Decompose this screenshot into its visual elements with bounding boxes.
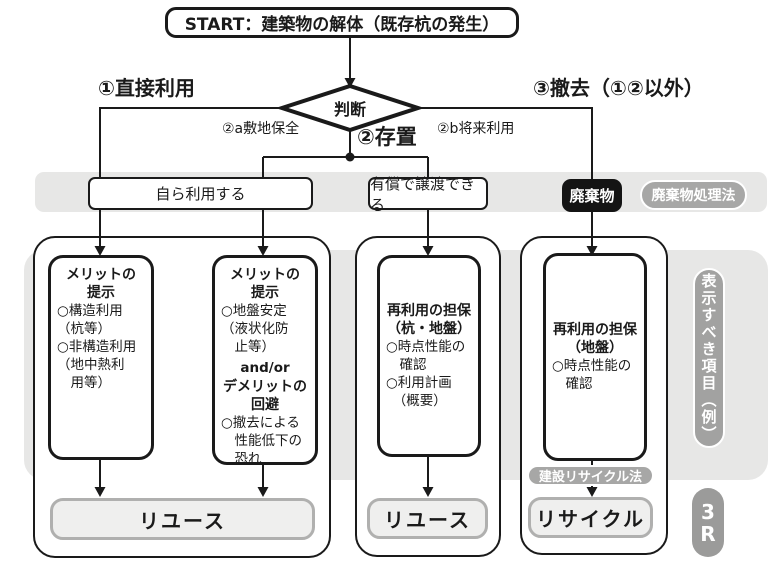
- result-recycle-label: リサイクル: [536, 507, 645, 531]
- line-branch-direct-use: [99, 107, 282, 177]
- sidebar-display-items-label: 表示すべき項目（例）: [699, 273, 718, 443]
- result-recycle: リサイクル: [528, 497, 653, 538]
- label-branch3-removal: ③撤去（①②以外）: [533, 76, 704, 100]
- start-node: START：建築物の解体（既存杭の発生）: [165, 7, 519, 38]
- card2-body: ○地盤安定 （液状化防 止等）: [221, 303, 289, 355]
- node-paid-transfer: 有償で譲渡できる: [368, 175, 488, 214]
- card-reuse-guarantee-pile-ground: 再利用の担保 （杭・地盤） ○時点性能の 確認 ○利用計画 （概要）: [377, 255, 481, 457]
- card2-andor: and/or: [240, 359, 290, 376]
- junction-dot: [345, 152, 355, 162]
- tag-waste-disposal-law-label: 廃棄物処理法: [651, 188, 736, 204]
- result-reuse-1: リユース: [50, 498, 315, 540]
- card3-head: 再利用の担保 （杭・地盤）: [387, 302, 471, 337]
- tag-waste-disposal-law: 廃棄物処理法: [640, 180, 747, 210]
- label-branch2b-future: ②b将来利用: [437, 121, 515, 137]
- card-merit-structural: メリットの 提示 ○構造利用 （杭等） ○非構造利用 （地中熱利 用等）: [48, 255, 154, 460]
- result-reuse-2: リユース: [367, 498, 488, 539]
- card4-body: ○時点性能の 確認: [552, 357, 632, 392]
- node-waste-label: 廃棄物: [569, 187, 615, 205]
- card2-head2: デメリットの 回避: [223, 378, 307, 413]
- label-branch2-preserve: ②存置: [357, 125, 417, 149]
- card1-body: ○構造利用 （杭等） ○非構造利用 （地中熱利 用等）: [57, 303, 137, 391]
- node-waste: 廃棄物: [562, 179, 622, 212]
- decision-node: 判断: [282, 86, 418, 130]
- node-paid-transfer-label: 有償で譲渡できる: [370, 174, 476, 214]
- card2-head: メリットの 提示: [230, 267, 300, 302]
- card2-body2: ○撤去による 性能低下の 恐れ: [221, 415, 302, 467]
- result-reuse-2-label: リユース: [384, 508, 471, 532]
- tag-construction-recycle-law-label: 建設リサイクル法: [538, 470, 643, 485]
- card-merit-demerit: メリットの 提示 ○地盤安定 （液状化防 止等） and/or デメリットの 回…: [212, 255, 318, 467]
- label-branch2a-site: ②a敷地保全: [222, 121, 300, 137]
- result-reuse-1-label: リユース: [139, 508, 226, 533]
- card-reuse-guarantee-ground: 再利用の担保 （地盤） ○時点性能の 確認: [543, 253, 647, 461]
- node-self-use: 自ら利用する: [88, 177, 313, 210]
- start-label: START：建築物の解体（既存杭の発生）: [184, 15, 500, 35]
- sidebar-display-items-pill: 表示すべき項目（例）: [693, 268, 725, 448]
- node-self-use-label: 自ら利用する: [155, 185, 246, 203]
- card4-head: 再利用の担保 （地盤）: [553, 321, 637, 356]
- line-branch-removal: [418, 107, 593, 179]
- sidebar-3r-pill: 3 R: [692, 488, 724, 557]
- decision-label: 判断: [333, 100, 366, 119]
- label-branch1-direct-use: ①直接利用: [98, 76, 195, 100]
- card1-head: メリットの 提示: [66, 267, 136, 302]
- card3-body: ○時点性能の 確認 ○利用計画 （概要）: [386, 339, 466, 409]
- tag-construction-recycle-law: 建設リサイクル法: [527, 465, 654, 486]
